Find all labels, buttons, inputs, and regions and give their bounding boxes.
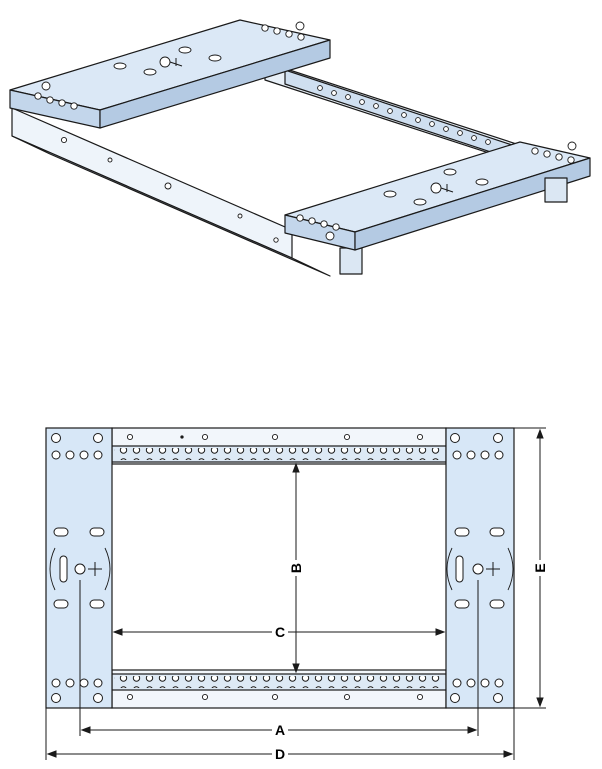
dim-label-e: E [532, 563, 548, 572]
iso-right-plate [284, 141, 591, 251]
dim-label-a: A [275, 722, 285, 738]
plan-frame-icon [45, 427, 515, 709]
dim-label-b: B [288, 563, 304, 573]
dim-label-c: C [275, 624, 285, 640]
dim-label-d: D [275, 746, 285, 762]
plan-right-plate [445, 427, 515, 709]
iso-left-plate [9, 19, 331, 129]
plan-left-plate [45, 427, 113, 709]
dimension-labels: A D C B E [272, 560, 548, 762]
isometric-frame-icon [9, 19, 591, 277]
iso-back-rail [264, 61, 536, 169]
iso-front-rail [11, 107, 363, 277]
